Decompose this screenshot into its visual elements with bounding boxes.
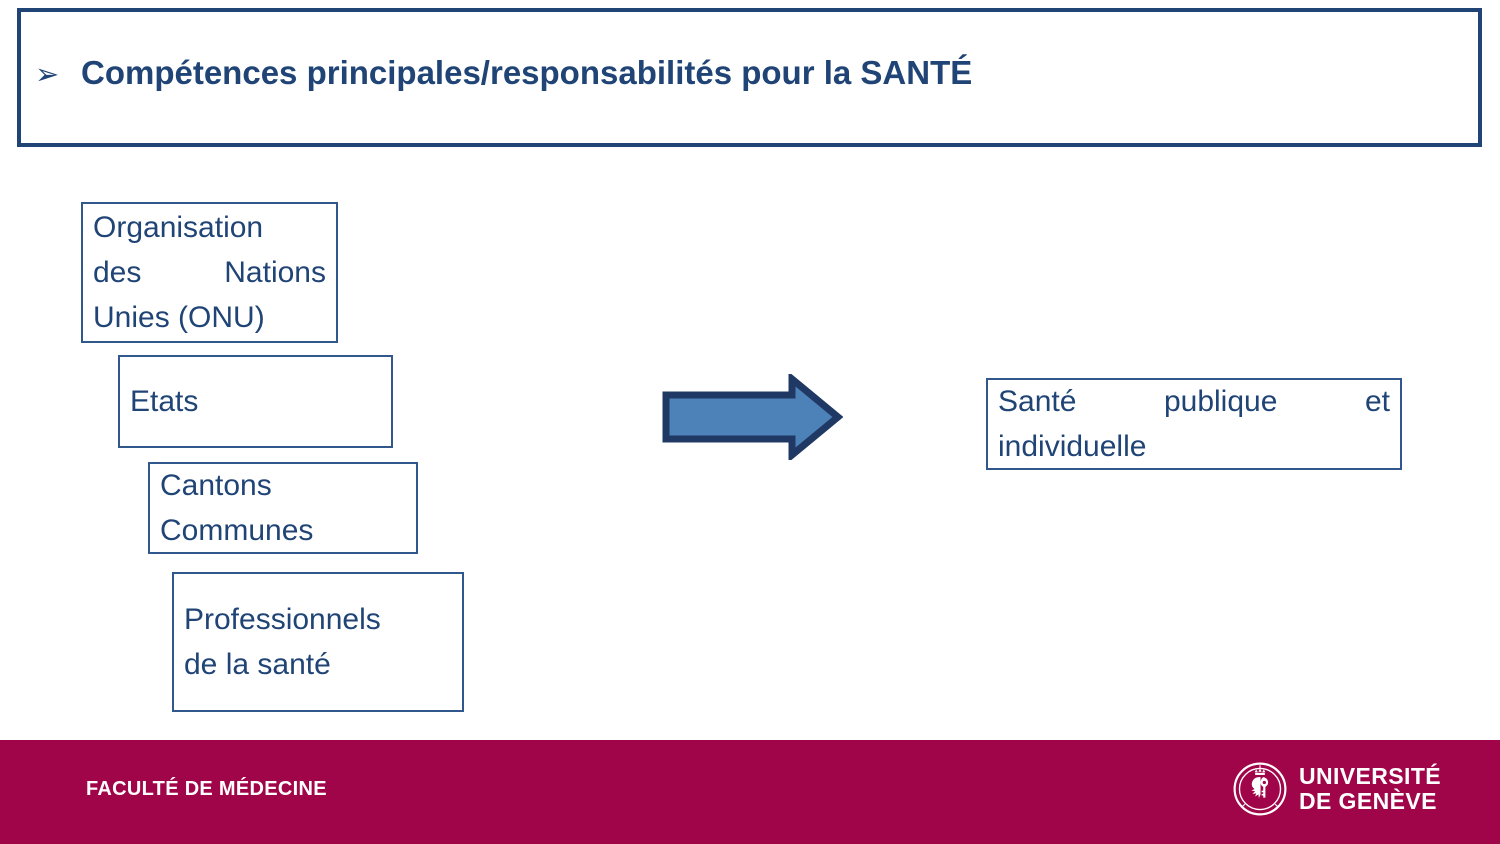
box-professionnels-de-la-sante: Professionnels de la santé: [172, 572, 464, 712]
right-arrow-shape: [662, 371, 844, 463]
box-professionnels-line-2: de la santé: [184, 648, 331, 681]
box-onu-line-3: Unies (ONU): [93, 301, 265, 334]
box-professionnels-line-1: Professionnels: [184, 603, 381, 636]
right-arrow-svg: [662, 371, 844, 463]
unige-seal-icon: [1233, 762, 1287, 816]
box-cantons-line-1: Cantons: [160, 469, 272, 502]
box-organisation-nations-unies: Organisation des Nations Unies (ONU): [81, 202, 338, 343]
page-title: Compétences principales/responsabilités …: [81, 54, 973, 91]
faculty-label: FACULTÉ DE MÉDECINE: [86, 778, 327, 800]
unige-logo-line-1: UNIVERSITÉ: [1299, 763, 1442, 789]
title-frame: ➢ Compétences principales/responsabilité…: [17, 8, 1482, 147]
box-cantons-communes: Cantons Communes: [148, 462, 418, 554]
arrow-bullet-icon: ➢: [35, 57, 60, 91]
footer-bar: FACULTÉ DE MÉDECINE: [0, 740, 1500, 844]
unige-logo: UNIVERSITÉ DE GENÈVE: [1233, 762, 1441, 816]
box-cantons-line-2: Communes: [160, 514, 314, 547]
box-sante-line-2: individuelle: [998, 430, 1147, 463]
box-etats-line-1: Etats: [130, 385, 199, 418]
unige-logo-line-2: DE GENÈVE: [1299, 788, 1437, 814]
box-sante-line-1: Santé publique et: [998, 385, 1390, 418]
right-arrow-icon: [661, 371, 844, 463]
box-onu-line-2: des Nations: [93, 256, 326, 289]
box-onu-line-1: Organisation: [93, 211, 264, 244]
title-row: ➢ Compétences principales/responsabilité…: [35, 54, 972, 92]
unige-logo-text: UNIVERSITÉ DE GENÈVE: [1299, 764, 1441, 814]
box-sante-publique-individuelle: Santé publique et individuelle: [986, 378, 1402, 470]
box-etats: Etats: [118, 355, 393, 448]
